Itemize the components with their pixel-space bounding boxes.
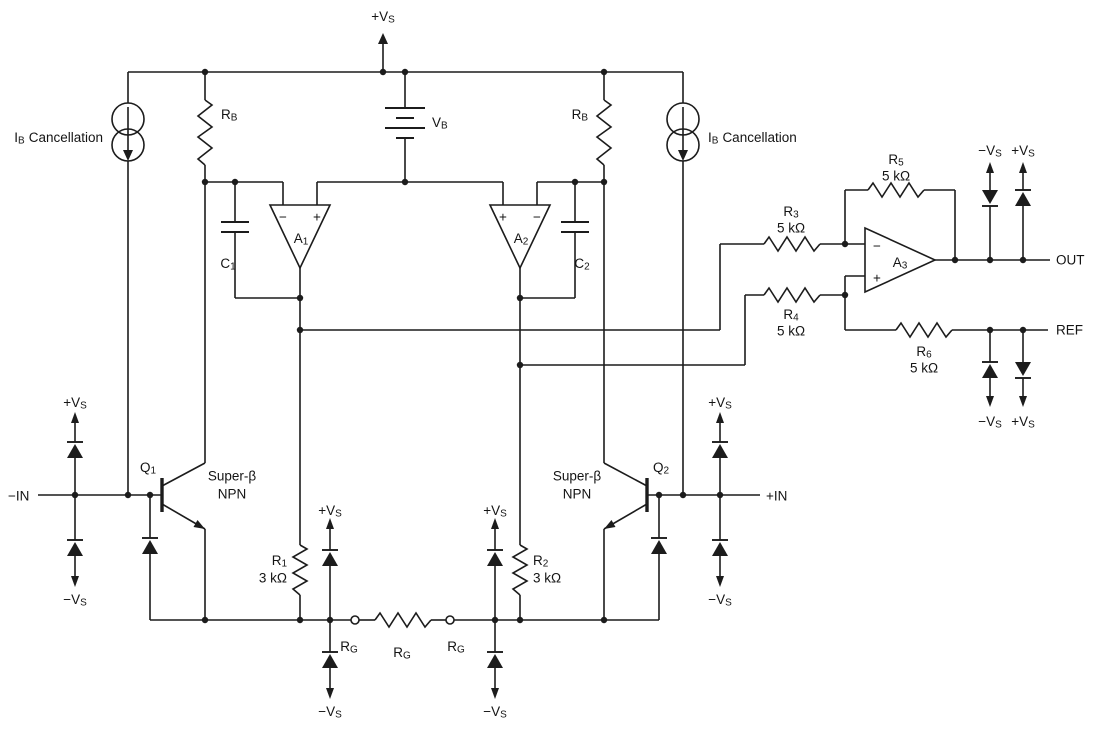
label-a3-plus: + [873, 271, 881, 286]
diode-in-neg-upper [67, 441, 83, 458]
diode-out-neg [982, 190, 998, 207]
resistor-rg-external-icon [374, 611, 432, 629]
diode-rg2-upper [487, 549, 503, 566]
label-super-beta-left: Super-β [208, 469, 257, 484]
label-r3: R3 [783, 204, 799, 221]
label-r6-value: 5 kΩ [910, 361, 938, 376]
battery-vb-icon [385, 107, 425, 139]
label-npn-right: NPN [563, 487, 592, 502]
label-q2: Q2 [653, 460, 670, 477]
label-out-terminal: OUT [1056, 253, 1085, 268]
resistor-r6-icon [895, 321, 953, 339]
diode-rg1-lower [322, 651, 338, 668]
label-a1-minus: − [279, 210, 287, 225]
diode-rg1-upper [322, 549, 338, 566]
label-in-plus-terminal: +IN [766, 489, 787, 504]
label-q1: Q1 [140, 460, 157, 477]
junction-dots [71, 68, 1027, 624]
resistor-rb-left-icon [196, 99, 214, 166]
label-ref-clamp-neg-vs: −VS [978, 414, 1002, 431]
rg-terminal-left [350, 615, 360, 625]
resistor-r5-icon [867, 181, 925, 199]
label-r5: R5 [888, 152, 904, 169]
label-r4-value: 5 kΩ [777, 324, 805, 339]
label-vs-top: +VS [371, 9, 395, 26]
label-a1: A1 [294, 231, 309, 248]
label-super-beta-right: Super-β [553, 469, 602, 484]
transistor-q2-icon [603, 462, 649, 530]
diode-rg2-lower [487, 651, 503, 668]
capacitor-c1-icon [221, 221, 249, 233]
label-npn-left: NPN [218, 487, 247, 502]
label-in-minus-terminal: −IN [8, 489, 29, 504]
label-in-neg-clamp-neg-vs: −VS [63, 592, 87, 609]
diode-in-pos-lower [712, 539, 728, 556]
label-rg1-clamp-pos-vs: +VS [318, 503, 342, 520]
diode-ref-pos [1015, 362, 1031, 379]
label-ref-terminal: REF [1056, 323, 1083, 338]
opamp-a2-icon [488, 204, 552, 270]
label-out-clamp-pos-vs: +VS [1011, 143, 1035, 160]
current-source-right-icon [666, 102, 700, 162]
transistor-q1-icon [160, 462, 206, 530]
diode-out-pos [1015, 189, 1031, 206]
capacitor-c2-icon [561, 221, 589, 233]
label-a2: A2 [514, 231, 529, 248]
opamp-a3-icon [864, 226, 937, 294]
label-a2-minus: − [533, 210, 541, 225]
diode-ref-neg [982, 361, 998, 378]
label-r6: R6 [916, 344, 932, 361]
label-in-neg-clamp-pos-vs: +VS [63, 395, 87, 412]
label-r1-value: 3 kΩ [259, 571, 287, 586]
diode-q1-base-emitter [142, 537, 158, 554]
rg-terminal-right [445, 615, 455, 625]
label-r5-value: 5 kΩ [882, 169, 910, 184]
label-r2: R2 [533, 553, 549, 570]
opamp-a1-icon [268, 204, 332, 270]
resistor-r1-icon [291, 544, 309, 596]
label-rg-pin-left: RG [340, 639, 358, 656]
label-ref-clamp-pos-vs: +VS [1011, 414, 1035, 431]
label-a3-minus: − [873, 239, 881, 254]
diode-in-pos-upper [712, 441, 728, 458]
label-a2-plus: + [499, 210, 507, 225]
label-out-clamp-neg-vs: −VS [978, 143, 1002, 160]
current-source-left-icon [111, 102, 145, 162]
label-c2: C2 [574, 256, 590, 273]
label-rg-resistor: RG [393, 645, 411, 662]
diode-in-neg-lower [67, 539, 83, 556]
label-a3: A3 [893, 255, 908, 272]
label-in-pos-clamp-neg-vs: −VS [708, 592, 732, 609]
label-rb-left: RB [221, 107, 238, 124]
resistor-r2-icon [511, 544, 529, 596]
label-rg2-clamp-neg-vs: −VS [483, 704, 507, 721]
label-rg-pin-right: RG [447, 639, 465, 656]
resistor-r4-icon [763, 286, 821, 304]
label-vb: VB [432, 115, 448, 132]
label-r4: R4 [783, 307, 799, 324]
supply-arrowheads [71, 33, 1027, 699]
label-rg2-clamp-pos-vs: +VS [483, 503, 507, 520]
label-r1: R1 [272, 553, 288, 570]
wires [38, 44, 1050, 690]
label-c1: C1 [220, 256, 236, 273]
label-rb-right: RB [572, 107, 589, 124]
diode-q2-base-emitter [651, 537, 667, 554]
resistor-rb-right-icon [595, 99, 613, 166]
label-r3-value: 5 kΩ [777, 221, 805, 236]
label-r2-value: 3 kΩ [533, 571, 561, 586]
resistor-r3-icon [763, 235, 821, 253]
label-a1-plus: + [313, 210, 321, 225]
label-in-pos-clamp-pos-vs: +VS [708, 395, 732, 412]
label-rg1-clamp-neg-vs: −VS [318, 704, 342, 721]
